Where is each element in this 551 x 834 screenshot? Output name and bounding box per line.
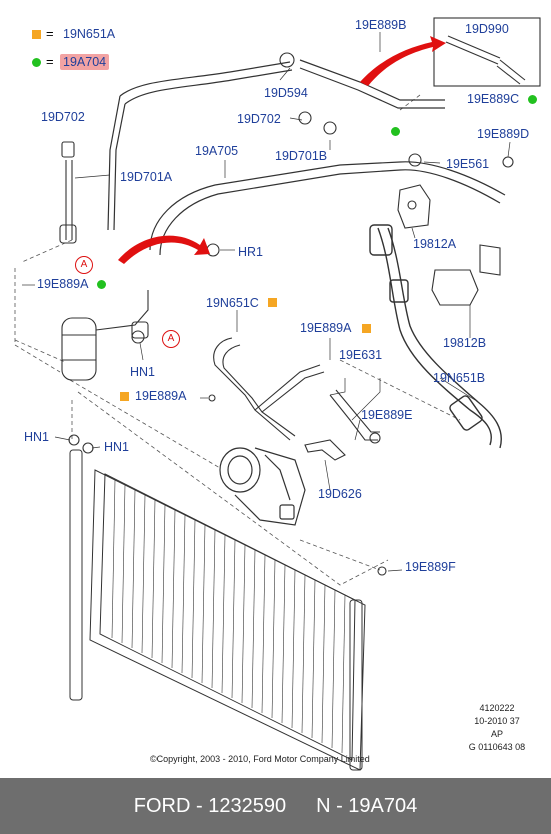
footer-bar: FORD - 1232590 N - 19A704 xyxy=(0,778,551,834)
marker-square-19e889a-mid xyxy=(362,324,371,333)
label-19d702-left: 19D702 xyxy=(41,110,85,124)
fitting-19d594 xyxy=(279,52,295,68)
receiver-drier xyxy=(61,290,149,381)
label-19a705: 19A705 xyxy=(195,144,239,158)
fitting-hn1-a xyxy=(68,434,80,446)
label-hn1-right: HN1 xyxy=(104,440,130,454)
label-hn1-left: HN1 xyxy=(24,430,50,444)
legend-equals-1: = xyxy=(46,26,54,41)
bracket-19812b xyxy=(431,244,501,306)
label-19n651c: 19N651C xyxy=(206,296,259,310)
label-19812a: 19812A xyxy=(413,237,457,251)
label-hr1: HR1 xyxy=(238,245,264,259)
label-19e889a-mid: 19E889A xyxy=(300,321,352,335)
footer-part-number: FORD - 1232590 xyxy=(133,794,287,817)
meta-line-2: 10-2010 37 xyxy=(474,716,520,726)
legend-square-marker xyxy=(32,30,41,39)
compressor xyxy=(219,447,306,526)
legend-dot-marker xyxy=(32,58,41,67)
label-19e889b: 19E889B xyxy=(355,18,407,32)
label-19e889d: 19E889D xyxy=(477,127,530,141)
bracket-19812a xyxy=(397,184,431,229)
label-19e889f: 19E889F xyxy=(405,560,456,574)
meta-line-1: 4120222 xyxy=(479,703,515,713)
label-19812b: 19812B xyxy=(443,336,487,350)
fitting-19d701b xyxy=(323,121,337,135)
fitting-19d702 xyxy=(298,111,312,125)
label-19e631: 19E631 xyxy=(339,348,383,362)
pipe-19d701a xyxy=(59,141,77,244)
legend-label-19a704: 19A704 xyxy=(60,54,110,70)
label-19d626: 19D626 xyxy=(318,487,362,501)
label-leaders xyxy=(22,32,511,572)
label-19e889a-low: 19E889A xyxy=(135,389,187,403)
fitting-19e889d xyxy=(502,156,514,168)
pipe-19a705-mid xyxy=(149,161,506,256)
fitting-19e561 xyxy=(408,153,422,167)
hose-19a705 xyxy=(107,59,445,231)
label-19d594: 19D594 xyxy=(264,86,308,100)
callout-a-upper: A xyxy=(75,256,93,274)
marker-dot-19e889b xyxy=(391,127,400,136)
label-19d701b: 19D701B xyxy=(275,149,328,163)
label-19d701a: 19D701A xyxy=(120,170,173,184)
footer-oem-code: N - 19A704 xyxy=(316,794,418,817)
label-19e889c: 19E889C xyxy=(467,92,520,106)
fitting-19e889a xyxy=(208,394,216,402)
parts-diagram xyxy=(14,17,541,771)
marker-dot-19e889a-left xyxy=(97,280,106,289)
meta-line-4: G 0110643 08 xyxy=(468,742,526,752)
fitting-hn1-c xyxy=(131,330,145,344)
part-19d626 xyxy=(304,439,346,461)
legend-equals-2: = xyxy=(46,54,54,69)
red-arrows xyxy=(118,36,446,264)
dashed-leaders xyxy=(14,94,461,586)
copyright-text: ©Copyright, 2003 - 2010, Ford Motor Comp… xyxy=(150,754,370,764)
condenser xyxy=(69,449,366,771)
legend-label-19n651a: 19N651A xyxy=(63,27,116,41)
pipe-19n651c xyxy=(213,337,325,441)
fitting-19e889f xyxy=(377,566,387,576)
marker-square-19e889a-low xyxy=(120,392,129,401)
label-hn1-receiver: HN1 xyxy=(130,365,156,379)
fitting-hr1 xyxy=(206,243,220,257)
inset-box-19d990 xyxy=(433,17,541,87)
marker-square-19n651c xyxy=(268,298,277,307)
callout-a-lower: A xyxy=(162,330,180,348)
label-19n651b: 19N651B xyxy=(433,371,486,385)
label-19e889e: 19E889E xyxy=(361,408,413,422)
hose-19n651b xyxy=(369,224,502,449)
label-19d702-mid: 19D702 xyxy=(237,112,281,126)
label-19e561: 19E561 xyxy=(446,157,490,171)
label-19e889a-left: 19E889A xyxy=(37,277,89,291)
label-19d990: 19D990 xyxy=(465,22,509,36)
marker-dot-19e889c xyxy=(528,95,537,104)
fitting-hn1-b xyxy=(82,442,94,454)
valve-19d990 xyxy=(445,35,526,85)
meta-line-3: AP xyxy=(490,729,503,739)
